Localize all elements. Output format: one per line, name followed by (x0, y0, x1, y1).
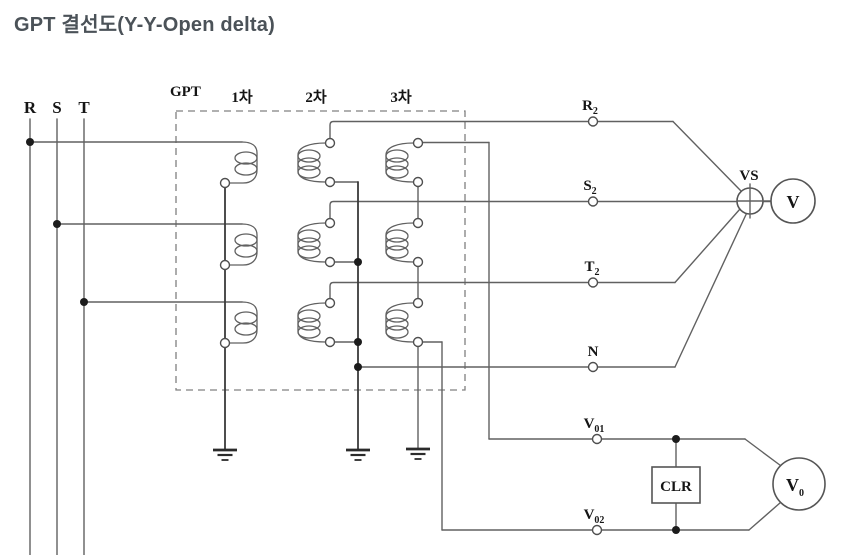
zero-voltmeter-circle (772, 457, 826, 511)
r2-output-line (329, 120, 674, 140)
label-tertiary: 3차 (390, 89, 412, 106)
winding-primary-r (219, 141, 258, 189)
label-voltmeter: V (787, 192, 800, 212)
label-clr: CLR (660, 479, 692, 495)
winding-secondary-s (297, 217, 336, 268)
label-r2: R2 (582, 98, 598, 117)
junction-dot (354, 363, 362, 371)
phase-rails (29, 118, 85, 555)
ground-icon (211, 448, 239, 462)
winding-secondary-t (297, 297, 336, 348)
winding-primary-s (219, 223, 258, 271)
winding-tertiary-s (385, 217, 424, 268)
terminal-n (587, 361, 599, 373)
v01-diagonal (744, 438, 782, 467)
terminal-v02 (591, 524, 603, 536)
label-v0: V0 (786, 475, 804, 499)
v02-diagonal (748, 501, 782, 531)
r2-diagonal (672, 120, 742, 192)
output-terminals (587, 116, 603, 536)
clr-resistor-box (651, 466, 701, 504)
t2-diagonal (674, 208, 741, 284)
junction-dot (354, 338, 362, 346)
label-phase-t: T (78, 98, 90, 117)
labels: R S T GPT 1차 2차 3차 R2 S2 T2 N V01 V02 VS… (24, 84, 804, 526)
label-t2: T2 (584, 259, 599, 278)
junction-dot (53, 220, 61, 228)
voltmeter-circle (770, 178, 816, 224)
label-gpt: GPT (170, 84, 201, 100)
ground-icon (404, 447, 432, 461)
junction-dot (672, 435, 680, 443)
junction-dot (354, 258, 362, 266)
s2-output-line (329, 200, 772, 220)
gpt-dashed-border (175, 110, 466, 391)
t2-output-line (329, 281, 676, 300)
terminal-v01 (591, 433, 603, 445)
terminal-t2 (587, 277, 599, 288)
ground-icon (344, 448, 372, 462)
winding-secondary-r (297, 137, 336, 188)
secondary-wiring (329, 120, 772, 451)
zero-sequence-wiring (441, 438, 826, 531)
n-diagonal (674, 212, 748, 368)
tertiary-wiring (417, 141, 490, 531)
junction-dot (672, 526, 680, 534)
label-v01: V01 (584, 416, 605, 435)
label-phase-s: S (52, 98, 61, 117)
winding-primary-t (219, 301, 258, 349)
junction-dot (26, 138, 34, 146)
label-phase-r: R (24, 98, 37, 117)
label-vs: VS (739, 168, 758, 184)
label-n: N (588, 344, 599, 360)
page-title: GPT 결선도(Y-Y-Open delta) (14, 14, 275, 36)
terminal-s2 (587, 196, 599, 207)
winding-tertiary-t (385, 297, 424, 348)
vs-selector-wiring (672, 120, 816, 368)
terminal-r2 (587, 116, 599, 127)
junction-dots (26, 138, 680, 534)
junction-dot (80, 298, 88, 306)
primary-input-lines (29, 141, 243, 303)
label-s2: S2 (583, 178, 596, 197)
label-primary: 1차 (231, 89, 253, 106)
winding-tertiary-r (385, 137, 424, 188)
label-secondary: 2차 (305, 89, 327, 106)
label-v02: V02 (584, 507, 605, 526)
